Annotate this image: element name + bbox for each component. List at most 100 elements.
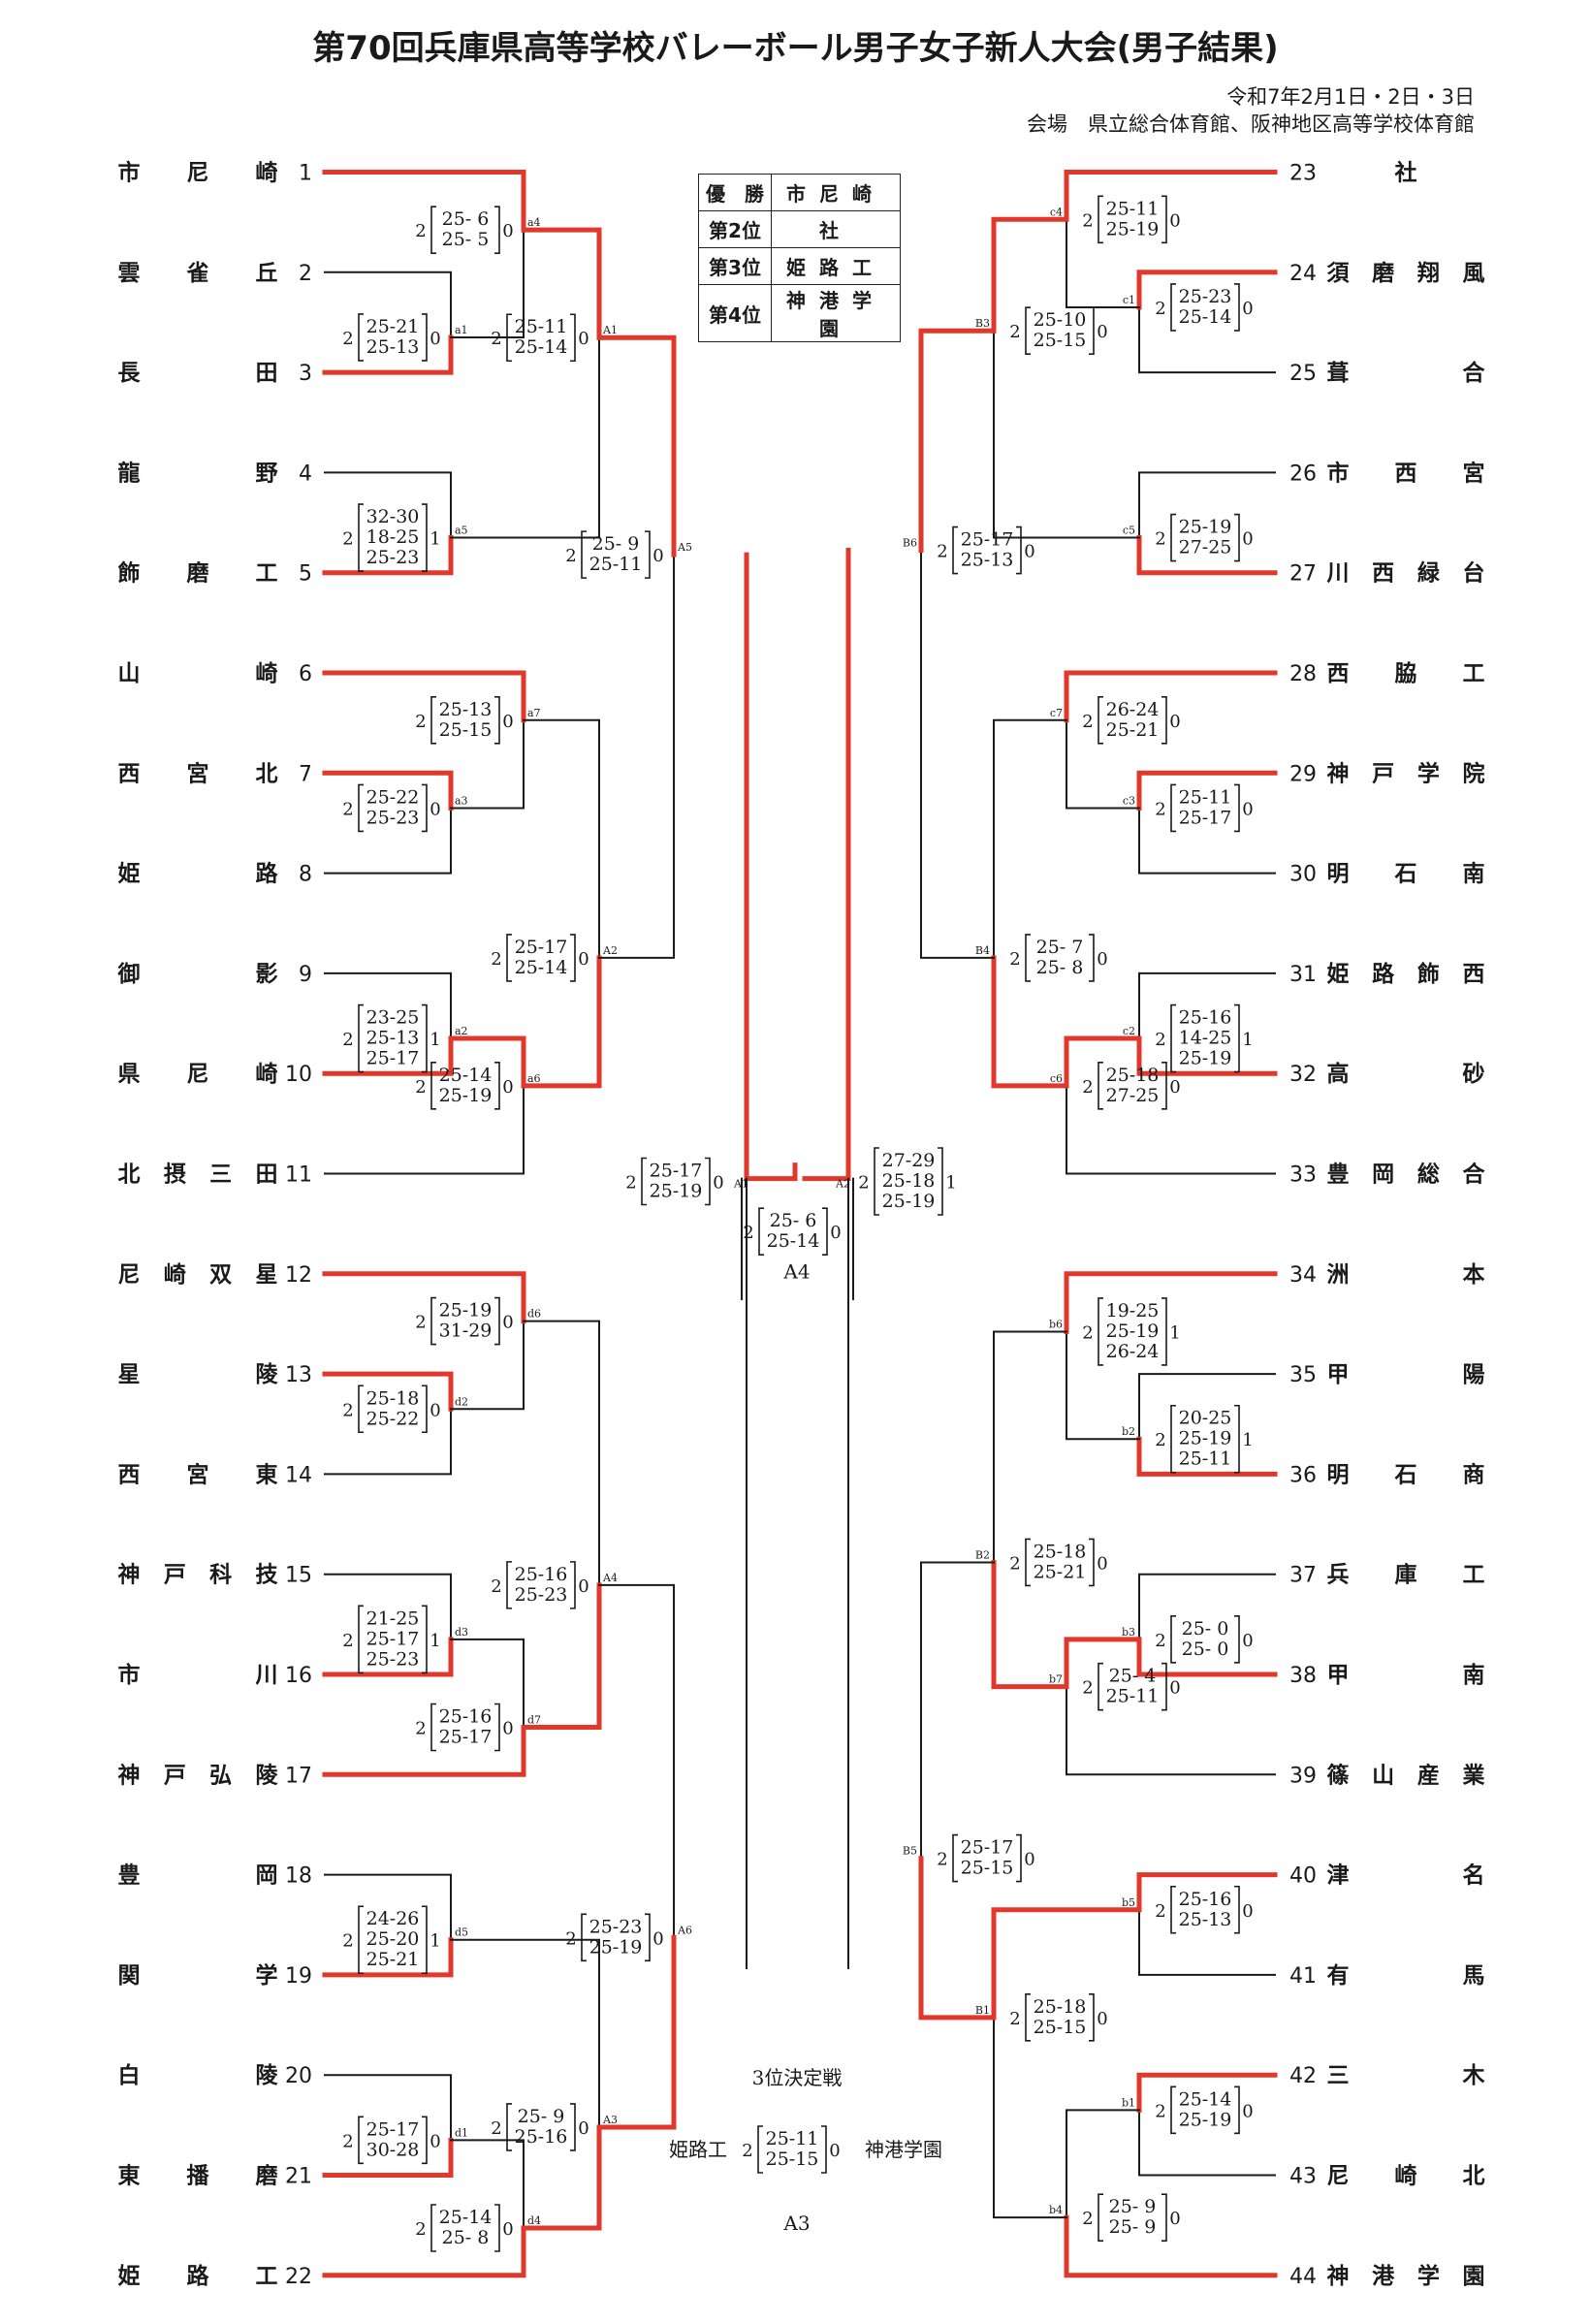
team-seed: 25 xyxy=(1289,362,1317,386)
set-score: 25-21 xyxy=(366,1949,420,1970)
set-score: 25-20 xyxy=(366,1928,420,1950)
team-name-char: 川 xyxy=(256,1663,278,1688)
score-bracket-open xyxy=(1170,1615,1176,1664)
team-name-char: 須 xyxy=(1327,261,1351,286)
set-score: 23-25 xyxy=(366,1007,420,1029)
team-name-char: 陵 xyxy=(256,1762,279,1788)
team-name-char: 石 xyxy=(1394,862,1417,887)
team-name-char: 科 xyxy=(209,1563,232,1588)
score-bracket-close xyxy=(1234,1615,1240,1664)
match-sets-won: 2 xyxy=(491,329,501,349)
score-bracket-open xyxy=(358,503,364,572)
score-bracket-close xyxy=(570,1561,576,1609)
bracket-line xyxy=(993,330,1140,539)
match-label: c3 xyxy=(1123,794,1135,807)
bracket-line xyxy=(450,718,525,810)
bracket-line xyxy=(450,1320,525,1411)
score-bracket-open xyxy=(430,206,436,254)
match-label: d6 xyxy=(527,1308,541,1321)
set-score: 25-18 xyxy=(1034,1996,1087,2018)
match-label: a6 xyxy=(527,1072,541,1085)
bracket-line xyxy=(324,1408,452,1476)
match-sets-lost: 1 xyxy=(430,1631,440,1651)
score-bracket-open xyxy=(952,1833,958,1883)
team-name-char: 葺 xyxy=(1327,361,1350,386)
team-seed: 6 xyxy=(299,662,312,686)
set-score: 25-16 xyxy=(439,1705,493,1727)
score-bracket-close xyxy=(1016,1833,1022,1883)
set-score: 32-30 xyxy=(366,506,420,527)
third-place-court: A3 xyxy=(782,2212,810,2235)
match-sets-lost: 0 xyxy=(1169,210,1180,231)
bracket-line xyxy=(1066,1330,1140,1441)
team-name-char: 崎 xyxy=(164,1262,186,1288)
match-label: c4 xyxy=(1050,206,1063,218)
match-sets-lost: 0 xyxy=(430,329,440,349)
set-score: 25-18 xyxy=(1106,1065,1160,1086)
score-bracket-close xyxy=(1089,934,1095,982)
match-label: c6 xyxy=(1050,1072,1063,1085)
match-sets-won: 2 xyxy=(1155,1631,1165,1651)
score-bracket-close xyxy=(1016,525,1022,575)
match-sets-lost: 0 xyxy=(1097,949,1107,970)
team-seed: 28 xyxy=(1289,662,1317,686)
score-bracket-open xyxy=(1098,1297,1103,1366)
score-bracket-open xyxy=(358,1905,364,1975)
match-sets-won: 2 xyxy=(342,1030,353,1050)
team-name-char: 尼 xyxy=(1327,2164,1350,2189)
team-seed: 23 xyxy=(1289,162,1317,186)
set-score: 25- 6 xyxy=(770,1210,817,1231)
score-bracket-open xyxy=(506,934,512,982)
match-label: a2 xyxy=(455,1025,468,1037)
team-name-char: 明 xyxy=(1327,1462,1350,1487)
set-score: 25- 9 xyxy=(592,533,640,555)
bracket-line xyxy=(1138,1908,1276,1976)
team-seed: 10 xyxy=(285,1063,312,1087)
match-sets-lost: 0 xyxy=(652,1928,663,1949)
team-name-char: 三 xyxy=(209,1162,232,1188)
third-place-team-left: 姫路工 xyxy=(669,2138,727,2161)
team-seed: 27 xyxy=(1289,562,1317,587)
set-score: 25-18 xyxy=(366,1387,420,1409)
score-bracket-open xyxy=(1098,696,1103,745)
team-seed: 17 xyxy=(285,1764,312,1788)
score-bracket-close xyxy=(422,313,428,362)
set-score: 26-24 xyxy=(1106,699,1160,720)
set-score: 24-26 xyxy=(366,1908,420,1929)
set-score: 25-14 xyxy=(767,1230,820,1252)
team-seed: 20 xyxy=(285,2064,312,2088)
match-sets-won: 2 xyxy=(342,799,353,819)
team-name-char: 尼 xyxy=(118,1262,141,1288)
final-match-court: A4 xyxy=(782,1259,810,1283)
tournament-venue: 会場 県立総合体育館、阪神地区高等学校体育館 xyxy=(1027,112,1475,136)
team-name-char: 園 xyxy=(1463,2264,1485,2289)
standing-row: 第3位 姫路工 xyxy=(698,247,901,285)
team-seed: 13 xyxy=(285,1363,312,1387)
bracket-line xyxy=(1066,1084,1276,1175)
set-score: 27-25 xyxy=(1106,1085,1160,1106)
match-label: c5 xyxy=(1123,525,1135,537)
bracket-line-winner xyxy=(322,1035,454,1076)
match-sets-lost: 0 xyxy=(1024,1850,1034,1870)
score-bracket-close xyxy=(1234,283,1240,332)
match-label: A4 xyxy=(602,1572,618,1584)
bracket-line-winner xyxy=(448,1035,526,1089)
match-sets-lost: 0 xyxy=(430,2131,440,2151)
bracket-line-winner xyxy=(322,2225,526,2278)
score-bracket-close xyxy=(1161,1062,1167,1110)
team-name-char: 戸 xyxy=(164,1563,186,1588)
set-score: 25-17 xyxy=(366,2118,420,2140)
set-score: 21-25 xyxy=(366,1608,420,1629)
match-label: d7 xyxy=(527,1713,541,1726)
set-score: 25-13 xyxy=(1179,1909,1232,1930)
match-sets-won: 2 xyxy=(1155,299,1165,319)
bracket-line xyxy=(324,1573,452,1640)
set-score: 25-19 xyxy=(650,1181,703,1202)
set-score: 25-23 xyxy=(366,547,420,568)
match-sets-lost: 0 xyxy=(1169,1077,1180,1098)
bracket-line-winner xyxy=(322,770,454,811)
match-label: B3 xyxy=(975,317,990,330)
bracket-line xyxy=(324,471,452,539)
score-bracket-open xyxy=(1098,2193,1103,2242)
team-name-char: 田 xyxy=(256,1162,278,1188)
